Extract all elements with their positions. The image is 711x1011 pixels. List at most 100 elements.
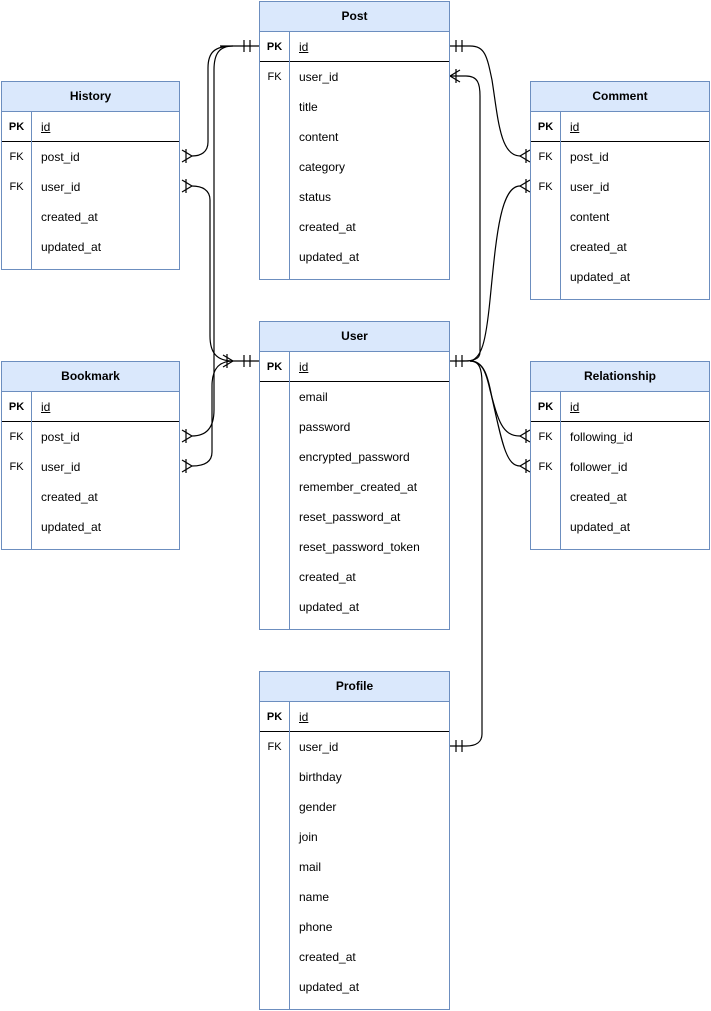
entity-title-user: User <box>260 322 449 352</box>
column-key-badge <box>2 202 32 232</box>
column-row[interactable]: password <box>260 412 449 442</box>
edge-user-comment-userid <box>450 185 521 362</box>
column-row[interactable]: join <box>260 822 449 852</box>
column-name: id <box>41 399 51 414</box>
column-name: following_id <box>570 430 633 444</box>
entity-body-spacer <box>531 292 709 299</box>
column-key-badge <box>260 152 290 182</box>
column-name: updated_at <box>570 520 631 534</box>
column-name: mail <box>299 860 322 874</box>
column-row[interactable]: updated_at <box>531 262 709 292</box>
column-row[interactable]: updated_at <box>260 242 449 272</box>
column-name: user_id <box>41 180 81 194</box>
marker-many-comment-postid <box>519 149 531 163</box>
column-row[interactable]: created_at <box>2 202 179 232</box>
column-key-badge <box>260 822 290 852</box>
column-row[interactable]: created_at <box>260 212 449 242</box>
column-name: user_id <box>41 460 81 474</box>
column-row[interactable]: content <box>531 202 709 232</box>
column-row[interactable]: created_at <box>2 482 179 512</box>
column-row[interactable]: updated_at <box>531 512 709 542</box>
column-row[interactable]: reset_password_at <box>260 502 449 532</box>
column-key-badge <box>260 442 290 472</box>
column-key-badge: PK <box>260 351 290 382</box>
column-name: created_at <box>41 210 98 224</box>
column-key-badge <box>260 412 290 442</box>
marker-one-user-id-right <box>455 355 463 367</box>
column-row[interactable]: created_at <box>260 562 449 592</box>
marker-many-comment-userid <box>519 179 531 193</box>
edge-post-history-postid <box>191 45 234 157</box>
column-row[interactable]: updated_at <box>260 592 449 622</box>
column-row[interactable]: remember_created_at <box>260 472 449 502</box>
column-row[interactable]: encrypted_password <box>260 442 449 472</box>
column-row[interactable]: updated_at <box>260 972 449 1002</box>
column-row[interactable]: updated_at <box>2 232 179 262</box>
entity-body-spacer <box>2 542 179 549</box>
column-key-badge <box>260 382 290 412</box>
marker-many-user-id-left-outer <box>222 354 234 368</box>
column-name: reset_password_at <box>299 510 401 524</box>
column-key-badge <box>260 792 290 822</box>
column-row[interactable]: status <box>260 182 449 212</box>
column-name: id <box>570 119 580 134</box>
column-row[interactable]: email <box>260 382 449 412</box>
column-row[interactable]: created_at <box>531 482 709 512</box>
column-row[interactable]: title <box>260 92 449 122</box>
column-row[interactable]: category <box>260 152 449 182</box>
column-key-badge <box>531 262 561 292</box>
column-key-badge <box>531 202 561 232</box>
column-name: content <box>299 130 339 144</box>
column-row[interactable]: created_at <box>531 232 709 262</box>
column-name: content <box>570 210 610 224</box>
column-key-badge: PK <box>531 391 561 422</box>
column-name: created_at <box>299 570 356 584</box>
column-row[interactable]: reset_password_token <box>260 532 449 562</box>
column-key-badge: PK <box>531 111 561 142</box>
column-key-badge <box>2 232 32 262</box>
column-key-badge <box>260 122 290 152</box>
column-key-badge <box>531 232 561 262</box>
marker-many-history-postid <box>181 149 193 163</box>
column-name: post_id <box>41 150 80 164</box>
column-name: password <box>299 420 351 434</box>
column-row[interactable]: updated_at <box>2 512 179 542</box>
column-row[interactable]: created_at <box>260 942 449 972</box>
spacer-name-column <box>290 622 449 629</box>
spacer-key-column <box>260 272 290 279</box>
entity-body-spacer <box>260 1002 449 1009</box>
column-row[interactable]: phone <box>260 912 449 942</box>
column-row[interactable]: gender <box>260 792 449 822</box>
column-row[interactable]: mail <box>260 852 449 882</box>
column-row[interactable]: name <box>260 882 449 912</box>
column-row[interactable]: PK id <box>531 111 709 142</box>
column-name: updated_at <box>299 600 360 614</box>
column-row[interactable]: birthday <box>260 762 449 792</box>
column-row[interactable]: content <box>260 122 449 152</box>
